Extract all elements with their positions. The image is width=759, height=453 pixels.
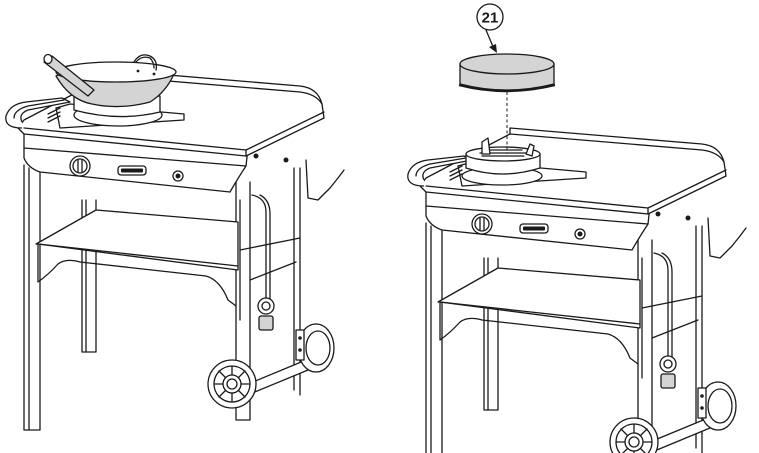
gas-hose	[251, 194, 267, 301]
side-hook	[305, 159, 345, 201]
part-callout-21: 21	[476, 3, 504, 53]
wok-loop-handle	[133, 54, 158, 71]
burner-cover	[458, 53, 556, 93]
right-front-leg	[235, 179, 251, 421]
burner-ring	[461, 137, 543, 186]
regulator	[257, 297, 275, 315]
control-knob	[69, 155, 91, 177]
right-cart	[407, 92, 747, 453]
left-back-leg	[81, 199, 97, 353]
brand-badge	[117, 165, 147, 176]
front-wheel	[207, 359, 257, 409]
rear-wheel	[295, 323, 335, 373]
pan-support	[481, 137, 491, 155]
callout-label: 21	[482, 10, 499, 27]
wok	[43, 53, 177, 118]
burner-recess	[55, 103, 185, 129]
side-handle	[5, 97, 71, 129]
left-cart	[5, 53, 345, 431]
wheel-axle	[247, 359, 309, 395]
left-front-leg	[23, 164, 41, 431]
regulator-knob	[258, 315, 274, 331]
callout-circle	[476, 3, 504, 31]
